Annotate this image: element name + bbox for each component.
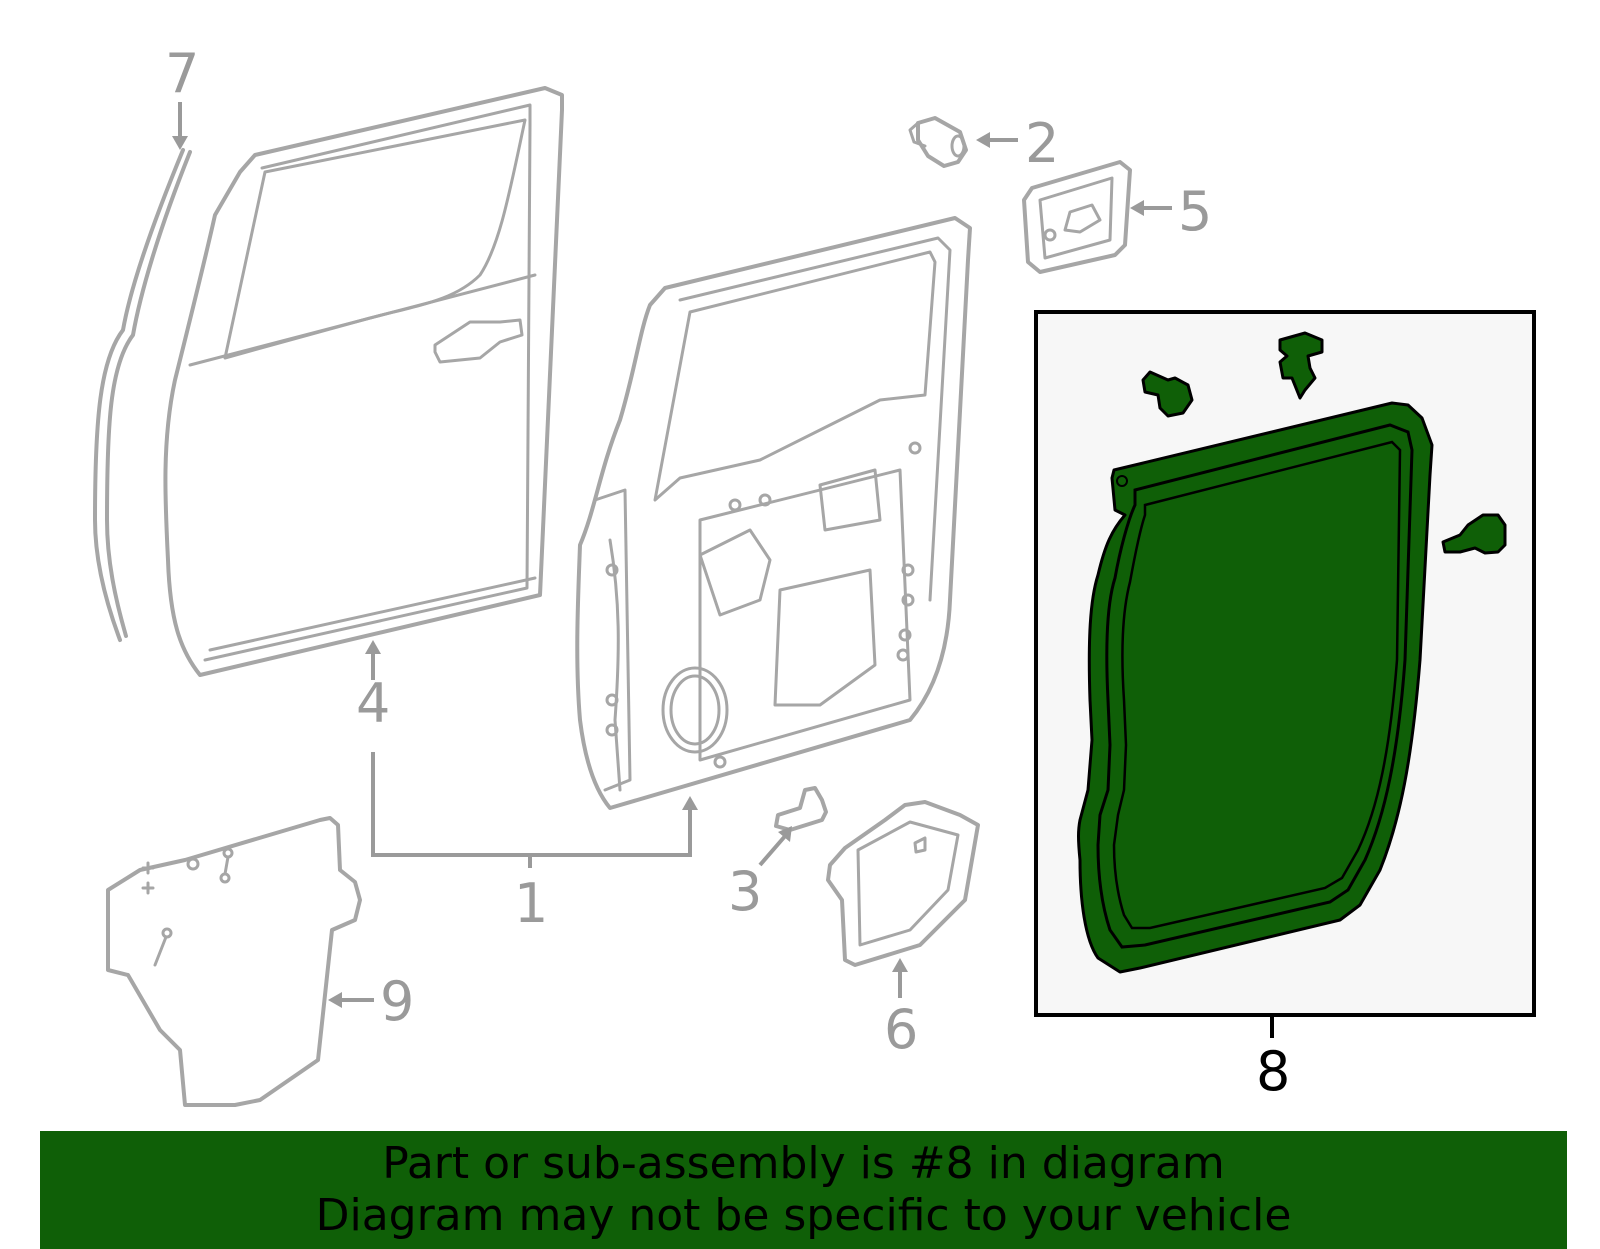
part-8-highlight-panel	[1034, 310, 1536, 1017]
part-5-striker	[1022, 160, 1132, 274]
info-banner: Part or sub-assembly is #8 in diagram Di…	[40, 1131, 1567, 1249]
leader-6	[892, 958, 908, 998]
callout-1: 1	[514, 872, 548, 935]
callout-8: 8	[1256, 1040, 1290, 1103]
part-8-clip-left	[1141, 370, 1194, 418]
part-8-clip-top	[1278, 331, 1324, 400]
leader-1	[371, 752, 698, 868]
part-4-outer-door-panel	[163, 86, 564, 677]
part-1-door-frame	[575, 216, 972, 810]
callout-2: 2	[1025, 112, 1059, 175]
leader-2	[976, 132, 1018, 148]
banner-line-2: Diagram may not be specific to your vehi…	[315, 1190, 1292, 1241]
callout-5: 5	[1178, 180, 1212, 243]
leader-9	[328, 992, 374, 1008]
part-6-inner-panel	[826, 800, 980, 967]
part-3-bracket	[774, 786, 828, 832]
callout-4: 4	[356, 672, 390, 735]
callout-7: 7	[165, 42, 199, 105]
leader-5	[1130, 200, 1172, 216]
part-7-weatherstrip	[93, 148, 192, 642]
leader-7	[172, 102, 188, 150]
part-9-cover	[106, 816, 362, 1107]
leader-3	[758, 826, 792, 867]
callout-3: 3	[728, 860, 762, 923]
part-8-door-seal	[1077, 401, 1434, 974]
part-2-clip	[908, 116, 968, 168]
leader-4	[365, 640, 381, 680]
callout-9: 9	[380, 970, 414, 1033]
banner-line-1: Part or sub-assembly is #8 in diagram	[382, 1138, 1225, 1189]
callout-6: 6	[884, 998, 918, 1061]
part-8-clip-right	[1441, 513, 1507, 555]
